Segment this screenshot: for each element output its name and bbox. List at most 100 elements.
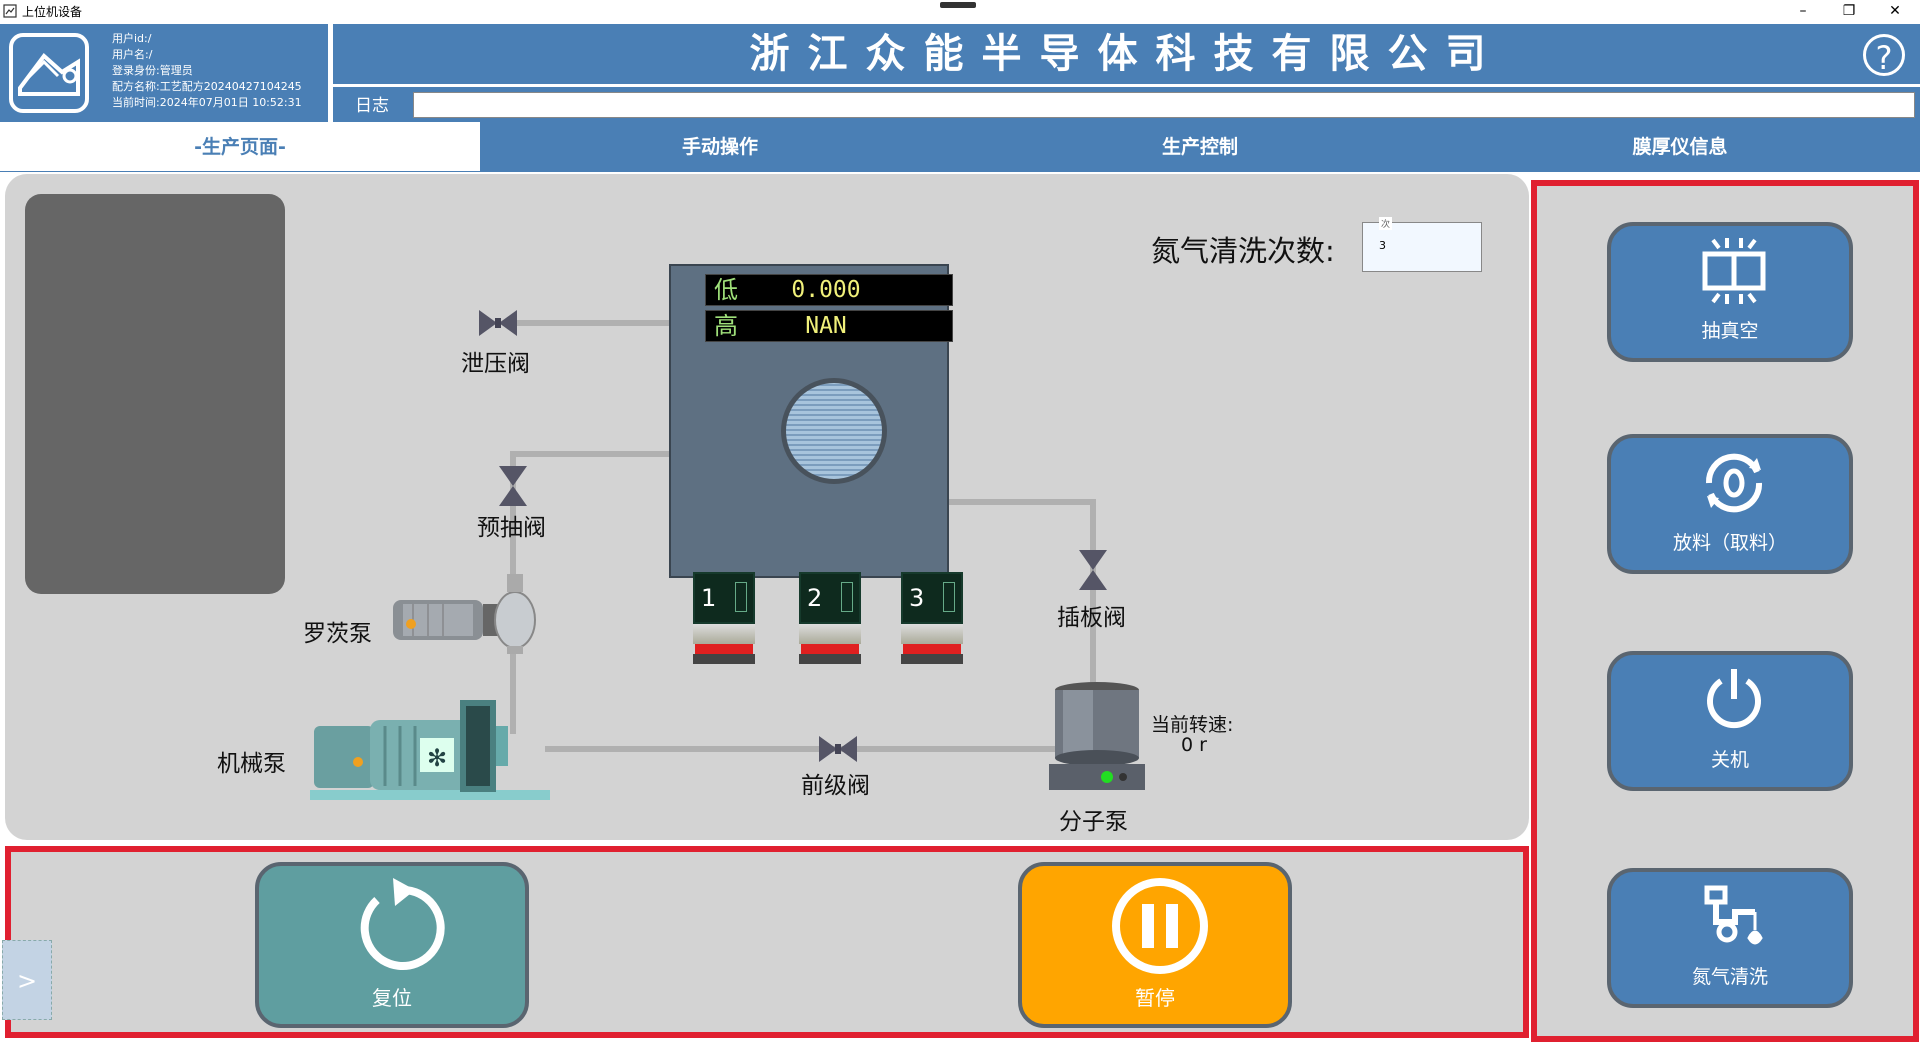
vacuum-gauge-2[interactable]: 2 — [799, 572, 861, 664]
right-action-panel: 抽真空 放料（取料） 关机 氮气清洗 — [1531, 180, 1919, 1042]
unload-button-label: 放料（取料） — [1672, 532, 1787, 554]
gauge-number: 3 — [909, 584, 925, 612]
gauge-body — [799, 624, 861, 644]
foreline-valve-icon[interactable] — [817, 734, 859, 764]
pre-pump-valve-label: 预抽阀 — [477, 515, 546, 541]
vacuum-icon — [1702, 238, 1766, 304]
gauge-bar — [943, 582, 955, 612]
window-title: 上位机设备 — [22, 5, 83, 19]
shutdown-button[interactable]: 关机 — [1607, 651, 1853, 791]
vacuum-chamber: 低 0.000 高 NAN — [669, 264, 953, 578]
gauge-number: 1 — [701, 584, 717, 612]
process-diagram-panel: 泄压阀 预抽阀 插板阀 前级阀 罗茨泵 ✻ 机械泵 — [5, 174, 1529, 840]
relief-valve-icon[interactable] — [477, 308, 519, 338]
pipe — [943, 499, 1093, 505]
vacuum-gauge-1[interactable]: 1 — [693, 572, 755, 664]
reset-icon — [360, 878, 445, 970]
speed-label: 当前转速: — [1151, 714, 1234, 736]
nitrogen-purge-button[interactable]: 氮气清洗 — [1607, 868, 1853, 1008]
pipe — [545, 746, 1065, 752]
pressure-high-key: 高 — [714, 312, 738, 340]
nitrogen-purge-button-label: 氮气清洗 — [1691, 966, 1768, 988]
pause-button[interactable]: 暂停 — [1018, 862, 1292, 1028]
molecular-pump-label: 分子泵 — [1059, 809, 1128, 835]
help-button[interactable]: ? — [1863, 34, 1905, 77]
tab-manual-operation[interactable]: 手动操作 — [681, 136, 758, 158]
n2-purge-count-label: 氮气清洗次数: — [1151, 234, 1335, 268]
gauge-flange — [695, 644, 753, 654]
chamber-viewport — [781, 378, 887, 484]
roots-pump-icon[interactable] — [393, 574, 543, 654]
pressure-low-key: 低 — [714, 276, 738, 304]
pipe — [510, 451, 670, 457]
gauge-flange — [903, 644, 961, 654]
company-banner: 浙江众能半导体科技有限公司 ? — [333, 24, 1920, 84]
gauge-body — [693, 624, 755, 644]
side-drawer-toggle[interactable]: > — [2, 940, 52, 1020]
pause-button-label: 暂停 — [1135, 986, 1175, 1010]
gauge-bar — [735, 582, 747, 612]
pipe — [510, 451, 516, 601]
n2-purge-count-unit: 次 — [1379, 217, 1393, 230]
gauge-base — [693, 654, 755, 664]
gauge-display: 3 — [901, 572, 963, 624]
pipe — [510, 634, 516, 734]
mechanical-pump-icon[interactable]: ✻ — [310, 686, 560, 804]
n2-purge-count-value: 3 — [1379, 239, 1386, 252]
camera-view-panel — [25, 194, 285, 594]
tab-thickness-gauge-info[interactable]: 膜厚仪信息 — [1632, 136, 1728, 158]
foreline-valve-label: 前级阀 — [801, 773, 870, 799]
minimize-button[interactable]: – — [1799, 3, 1807, 19]
user-name: 用户名:/ — [112, 48, 153, 61]
gate-valve-icon[interactable] — [1077, 548, 1109, 592]
bottom-action-panel: 复位 暂停 — [5, 846, 1529, 1038]
gauge-number: 2 — [807, 584, 823, 612]
user-id: 用户id:/ — [112, 32, 152, 45]
login-role: 登录身份:管理员 — [112, 64, 193, 77]
log-bar: 日志 — [333, 87, 1920, 122]
gauge-flange — [801, 644, 859, 654]
unload-icon — [1705, 453, 1763, 513]
pipe — [1090, 499, 1096, 714]
molecular-pump-icon[interactable] — [1049, 680, 1145, 790]
gauge-bar — [841, 582, 853, 612]
gauge-base — [799, 654, 861, 664]
relief-valve-label: 泄压阀 — [461, 351, 530, 377]
log-field[interactable] — [413, 92, 1915, 118]
drag-handle[interactable] — [940, 2, 976, 8]
pause-icon — [1112, 878, 1208, 974]
gauge-body — [901, 624, 963, 644]
nitrogen-purge-icon — [1704, 885, 1763, 945]
gauge-base — [901, 654, 963, 664]
speed-value: 0 r — [1181, 734, 1207, 756]
pressure-low-row: 低 0.000 — [705, 274, 953, 306]
gate-valve-label: 插板阀 — [1057, 605, 1126, 631]
unload-button[interactable]: 放料（取料） — [1607, 434, 1853, 574]
tab-bar: -生产页面- 手动操作 生产控制 膜厚仪信息 — [0, 122, 1920, 172]
user-info-panel: 用户id:/ 用户名:/ 登录身份:管理员 配方名称:工艺配方202404271… — [0, 24, 328, 122]
pre-pump-valve-icon[interactable] — [497, 464, 529, 508]
pressure-high-row: 高 NAN — [705, 310, 953, 342]
shutdown-button-label: 关机 — [1710, 749, 1749, 771]
roots-pump-label: 罗茨泵 — [303, 621, 372, 647]
pressure-high-value: NAN — [805, 313, 847, 339]
vacuum-button[interactable]: 抽真空 — [1607, 222, 1853, 362]
recipe-name: 配方名称:工艺配方20240427104245 — [112, 80, 302, 93]
app-icon — [3, 4, 17, 18]
tab-production-page[interactable]: -生产页面- — [0, 122, 480, 171]
mechanical-pump-label: 机械泵 — [217, 751, 286, 777]
window-title-bar: 上位机设备 – ❐ ✕ — [0, 0, 1920, 24]
svg-text:✻: ✻ — [427, 744, 447, 772]
n2-purge-count-input[interactable]: 次 3 — [1362, 217, 1482, 272]
reset-button[interactable]: 复位 — [255, 862, 529, 1028]
power-icon — [1707, 669, 1761, 729]
company-logo — [9, 33, 89, 113]
close-button[interactable]: ✕ — [1889, 3, 1901, 19]
gauge-display: 1 — [693, 572, 755, 624]
restore-button[interactable]: ❐ — [1842, 3, 1856, 19]
pressure-low-value: 0.000 — [791, 277, 861, 303]
tab-production-control[interactable]: 生产控制 — [1161, 136, 1238, 158]
pipe — [515, 320, 671, 326]
vacuum-gauge-3[interactable]: 3 — [901, 572, 963, 664]
log-label[interactable]: 日志 — [355, 96, 389, 116]
